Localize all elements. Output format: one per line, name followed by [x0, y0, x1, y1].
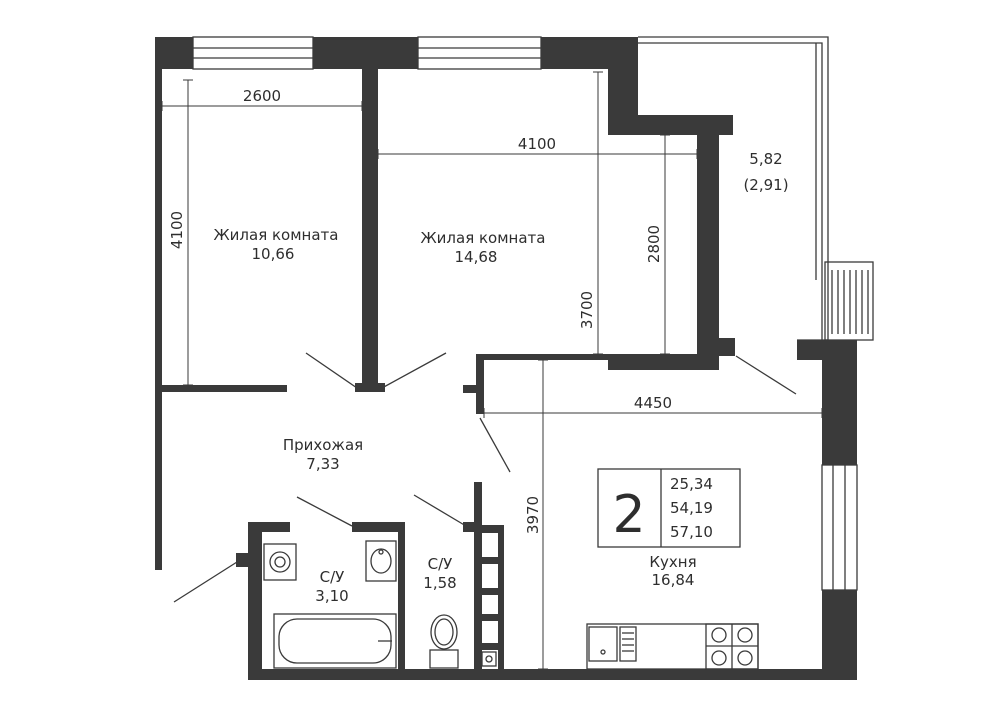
balcony-area: 5,82 — [749, 150, 782, 168]
bedroom2-name: Жилая комната — [421, 229, 546, 247]
dim-4450: 4450 — [634, 394, 672, 412]
bedroom1-area: 10,66 — [252, 245, 295, 263]
bathroom2-area: 1,58 — [423, 574, 456, 592]
washing-machine-icon — [263, 543, 297, 581]
toilet-icon — [429, 649, 459, 669]
dim-3700: 3700 — [578, 291, 596, 329]
bedroom1-name: Жилая комната — [214, 226, 339, 244]
bedroom2-area: 14,68 — [455, 248, 498, 266]
dimension-lines — [161, 71, 823, 670]
dim-2600: 2600 — [243, 87, 281, 105]
sink-icon — [365, 540, 397, 582]
balcony-area-reduced: (2,91) — [743, 176, 788, 194]
bathroom1-area: 3,10 — [315, 587, 348, 605]
living-area: 25,34 — [670, 475, 713, 493]
bathroom1-name: С/У — [320, 568, 345, 586]
summary-frame — [597, 468, 741, 548]
dim-2800: 2800 — [645, 225, 663, 263]
dim-3970: 3970 — [524, 496, 542, 534]
radiator-slats — [831, 270, 869, 334]
room-labels: Жилая комната 10,66 Жилая комната 14,68 … — [214, 150, 789, 605]
total-area: 54,19 — [670, 499, 713, 517]
windows — [192, 36, 858, 591]
balcony — [638, 36, 874, 341]
hallway-name: Прихожая — [283, 436, 363, 454]
hallway-area: 7,33 — [306, 455, 339, 473]
summary-box: 2 25,34 54,19 57,10 — [597, 468, 741, 548]
dimension-labels: 2600 4100 4100 2800 3700 4450 3970 — [168, 87, 672, 534]
walls — [155, 37, 857, 680]
kitchen-area: 16,84 — [652, 571, 695, 589]
kitchen-name: Кухня — [649, 553, 696, 571]
dim-4100-vertical: 4100 — [168, 211, 186, 249]
fixtures — [263, 540, 759, 670]
room-count: 2 — [612, 485, 645, 545]
bathtub-icon — [273, 613, 397, 669]
dim-4100-horizontal: 4100 — [518, 135, 556, 153]
kitchen-sink-icon — [588, 626, 618, 662]
total-with-balcony: 57,10 — [670, 523, 713, 541]
bathroom2-name: С/У — [428, 555, 453, 573]
doors — [173, 352, 797, 603]
